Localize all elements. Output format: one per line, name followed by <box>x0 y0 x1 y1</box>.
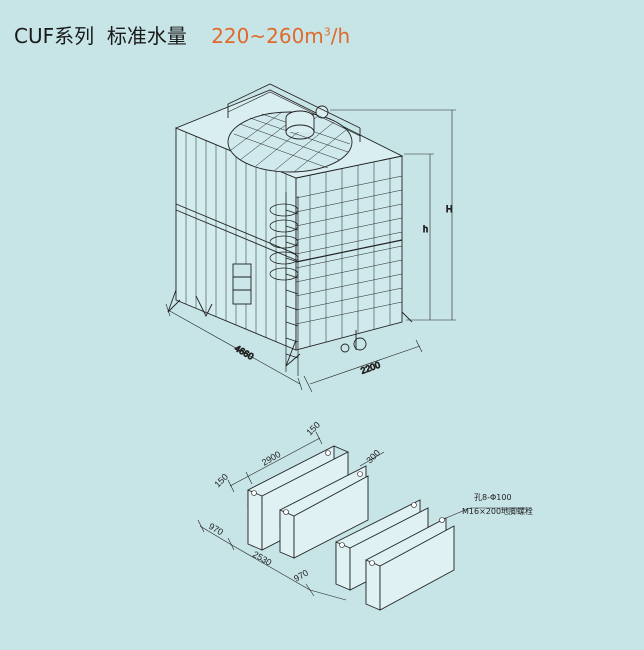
dim-150-left: 150 <box>212 472 230 490</box>
flow-spec: 220~260m3/h <box>211 24 351 48</box>
foundation-block-4 <box>365 517 455 611</box>
flow-label: 标准水量 <box>106 24 187 48</box>
foundation-plan <box>247 445 455 611</box>
dim-970-left: 970 <box>207 521 225 537</box>
dim-H-label: H <box>446 204 453 214</box>
dim-h-label: h <box>423 224 428 234</box>
page-title: CUF系列 标准水量 220~260m3/h <box>14 20 350 49</box>
dim-2900: 2900 <box>260 449 282 468</box>
dim-length <box>165 303 303 391</box>
note-hole: 孔8-Φ100 <box>474 493 512 502</box>
series-name: CUF系列 <box>14 24 95 48</box>
dim-height <box>330 109 456 321</box>
dim-width <box>303 339 423 393</box>
dim-width-label: 2200 <box>359 360 381 376</box>
cooling-tower-drawing: 4660 2200 H h <box>165 83 456 393</box>
dim-300: 300 <box>364 448 382 466</box>
note-bolt: M16×200地脚螺栓 <box>462 506 533 516</box>
dim-970-right: 970 <box>292 568 310 584</box>
bolt-holes <box>251 450 445 566</box>
dim-2530: 2530 <box>251 549 273 568</box>
dim-length-label: 4660 <box>233 343 255 362</box>
tower-legs <box>167 289 413 367</box>
foundation-block-2 <box>279 465 369 559</box>
dim-150-right: 150 <box>304 420 322 438</box>
foundation-dims <box>197 431 532 601</box>
ladder <box>269 192 299 376</box>
